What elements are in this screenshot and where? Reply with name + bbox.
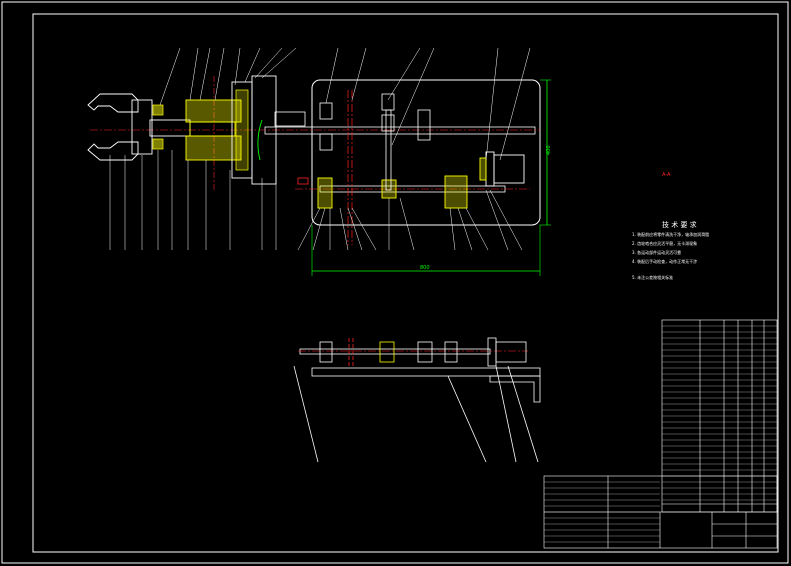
cylinder-housing-upper <box>185 99 242 123</box>
side-bearing-1 <box>319 341 333 363</box>
gripper-assembly <box>87 93 191 161</box>
lower-gear-mid <box>381 179 397 199</box>
seal-ring-left-lower <box>152 138 164 150</box>
leader-lines-bottom <box>109 150 523 251</box>
bearings-lower <box>317 175 468 209</box>
side-leader-4 <box>507 365 539 463</box>
side-block-3 <box>417 341 433 363</box>
motor-coupling <box>479 157 487 181</box>
leader-lines-top <box>159 47 531 161</box>
bearing-left-upper <box>319 102 333 120</box>
bearing-mid-upper <box>381 93 395 111</box>
side-leader-1 <box>293 365 319 463</box>
tech-requirement-line: 1. 装配前应将零件清洗干净，轴承加润滑脂 <box>632 231 709 237</box>
cylinder-piston <box>189 121 236 137</box>
gripper-rod <box>149 119 191 137</box>
rotary-disc-inner <box>235 89 249 171</box>
side-bearing-4 <box>444 341 458 363</box>
tech-requirements-title: 技 术 要 求 <box>662 220 697 229</box>
side-view-bracket <box>489 375 541 403</box>
main-assembly-view: 800 400 <box>87 47 552 276</box>
tech-requirement-line: 3. 各运动部件运动灵活可靠 <box>632 249 681 255</box>
side-motor-flange <box>487 337 497 367</box>
vertical-link-rod <box>385 109 392 191</box>
tech-requirement-line: 5. 未注公差按相关标准 <box>632 274 673 280</box>
coupling-block <box>274 111 306 127</box>
side-leader-2 <box>447 375 487 463</box>
side-view-shaft <box>299 348 491 355</box>
side-view-base-rail <box>311 367 541 377</box>
bearings-upper <box>319 93 431 151</box>
side-leader-3 <box>495 365 517 463</box>
gripper-upper-jaw <box>87 93 139 113</box>
tech-requirements-block: 技 术 要 求 1. 装配前应将零件清洗干净，轴承加润滑脂 2. 齿轮啮合应灵活… <box>632 220 709 280</box>
cylinder-section <box>152 75 306 185</box>
gripper-lower-jaw <box>87 141 139 161</box>
bearing-mid-lower <box>381 114 395 132</box>
motor-flange <box>485 151 495 187</box>
lower-bearing-right <box>444 175 468 209</box>
green-belt-arc <box>257 119 263 161</box>
section-mark: A-A <box>662 172 671 178</box>
drawing-border <box>32 13 779 553</box>
side-bearing-2 <box>379 341 395 363</box>
small-red-block <box>297 177 309 185</box>
side-motor <box>495 341 527 363</box>
gripper-body <box>131 99 153 155</box>
seal-ring-left <box>152 104 164 116</box>
motor <box>479 151 525 187</box>
bearing-right-upper <box>417 109 431 141</box>
upper-shaft <box>264 126 536 135</box>
motor-body <box>493 154 525 184</box>
base-plate-outline <box>311 79 541 226</box>
dimension-length-text: 800 <box>420 265 430 271</box>
cylinder-housing-lower <box>185 135 242 161</box>
side-view <box>293 337 541 463</box>
bearing-left-lower <box>319 133 333 151</box>
tech-requirement-line: 4. 装配后手动检查，动作正常无干涉 <box>632 258 697 264</box>
dimension-height-text: 400 <box>546 145 552 155</box>
tech-requirement-line: 2. 齿轮啮合应灵活平稳，无卡滞现象 <box>632 240 697 246</box>
title-block-rows <box>544 481 660 543</box>
parts-list-rows <box>662 325 777 501</box>
lower-bearing-left <box>317 177 333 209</box>
